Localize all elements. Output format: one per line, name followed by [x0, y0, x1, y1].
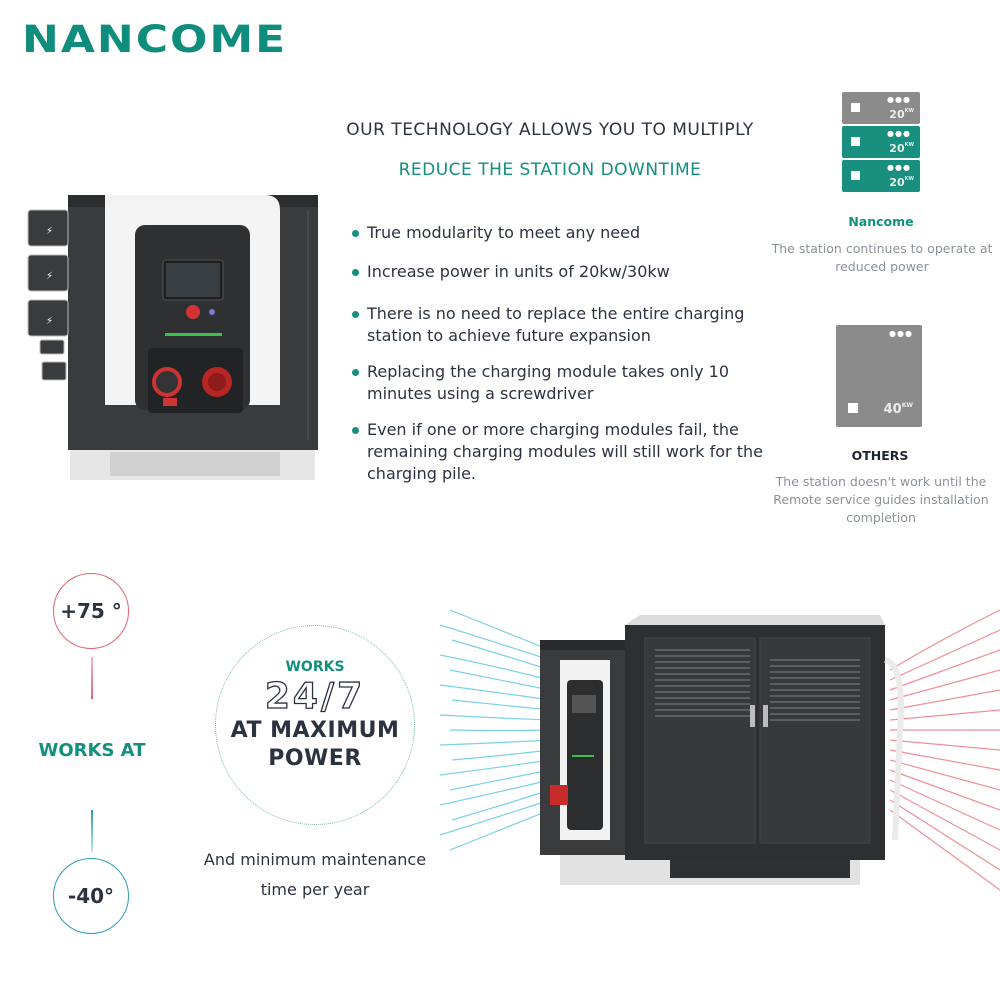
svg-text:⚡: ⚡ [46, 226, 53, 237]
min-temperature-circle: -40° [53, 858, 129, 934]
bullet-dot-icon [352, 230, 359, 237]
headline: OUR TECHNOLOGY ALLOWS YOU TO MULTIPLY [346, 120, 754, 140]
svg-text:⚡: ⚡ [46, 271, 53, 282]
maintenance-text: And minimum maintenance time per year [203, 850, 427, 899]
charger-front-illustration: ⚡ ⚡ ⚡ [27, 195, 318, 480]
works-24-7-badge: WORKS 24/7 AT MAXIMUM POWER [215, 625, 415, 825]
badge-power: POWER [268, 746, 362, 771]
others-description: The station doesn't work until the Remot… [773, 474, 989, 525]
feature-item: Replacing the charging module takes only… [352, 361, 782, 405]
brand-logo: NANCOME [22, 18, 288, 62]
badge-at-maximum: AT MAXIMUM [230, 718, 400, 743]
bullet-dot-icon [352, 427, 359, 434]
svg-text:⚡: ⚡ [46, 316, 53, 327]
module-20kw-active: ●●● 20KW [842, 126, 920, 158]
temp-line-bottom [91, 810, 93, 852]
hot-airflow-lines [889, 609, 1000, 891]
feature-item: Increase power in units of 20kw/30kw [352, 261, 782, 283]
feature-item: True modularity to meet any need [352, 222, 782, 244]
bullet-dot-icon [352, 311, 359, 318]
max-temperature-circle: +75 ° [53, 573, 129, 649]
others-title: OTHERS [851, 448, 909, 463]
subheadline: REDUCE THE STATION DOWNTIME [398, 160, 702, 180]
works-at-label: WORKS AT [38, 740, 146, 761]
badge-24-7: 24/7 [264, 675, 366, 717]
feature-item: There is no need to replace the entire c… [352, 303, 782, 347]
vent-grille [655, 649, 860, 721]
module-20kw-active: ●●● 20KW [842, 160, 920, 192]
max-temperature: +75 ° [60, 599, 122, 623]
nancome-title: Nancome [848, 214, 914, 229]
feature-list: True modularity to meet any need Increas… [352, 222, 782, 502]
cold-airflow-lines [440, 609, 551, 851]
charger-cabinet-illustration [440, 609, 1000, 891]
min-temperature: -40° [67, 884, 115, 908]
module-40kw: ●●● 40KW [836, 325, 922, 427]
feature-item: Even if one or more charging modules fai… [352, 419, 782, 485]
badge-works: WORKS [285, 659, 345, 675]
bullet-dot-icon [352, 369, 359, 376]
nancome-description: The station continues to operate at redu… [771, 241, 993, 274]
module-20kw-failed: ●●● 20KW [842, 92, 920, 124]
temp-line-top [91, 657, 93, 699]
bullet-dot-icon [352, 269, 359, 276]
